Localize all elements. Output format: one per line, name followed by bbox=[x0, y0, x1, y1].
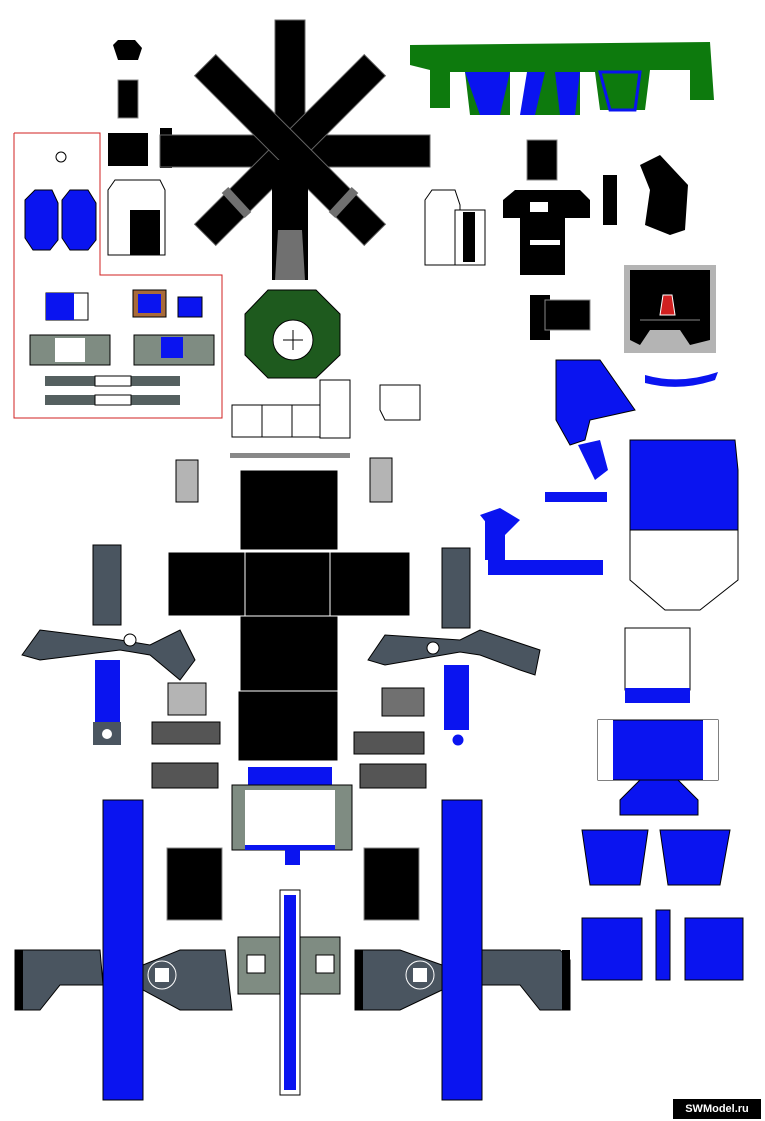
cylinder-stack-part bbox=[107, 179, 166, 256]
body-cross-net bbox=[167, 469, 411, 762]
right-arm-assembly bbox=[353, 547, 541, 789]
cockpit-window-panel bbox=[624, 265, 716, 353]
right-leg-strip bbox=[354, 799, 571, 1101]
tail-wing-green bbox=[410, 42, 714, 115]
small-cylinder-parts bbox=[175, 379, 421, 503]
center-leg-strip bbox=[166, 847, 420, 1096]
left-leg-strip bbox=[14, 799, 233, 1101]
lower-right-blue-parts bbox=[581, 627, 744, 981]
black-joint-parts bbox=[424, 139, 688, 340]
left-arm-assembly bbox=[21, 544, 221, 789]
watermark-label: SWModel.ru bbox=[673, 1099, 761, 1119]
red-outline-region bbox=[13, 132, 223, 419]
blue-torso-parts bbox=[480, 359, 739, 611]
rotor-mast bbox=[244, 289, 341, 379]
lower-body-frame bbox=[231, 767, 353, 865]
blue-window-pieces bbox=[29, 289, 215, 406]
blue-side-panels bbox=[24, 151, 97, 251]
rotor-hub-star bbox=[159, 19, 431, 280]
